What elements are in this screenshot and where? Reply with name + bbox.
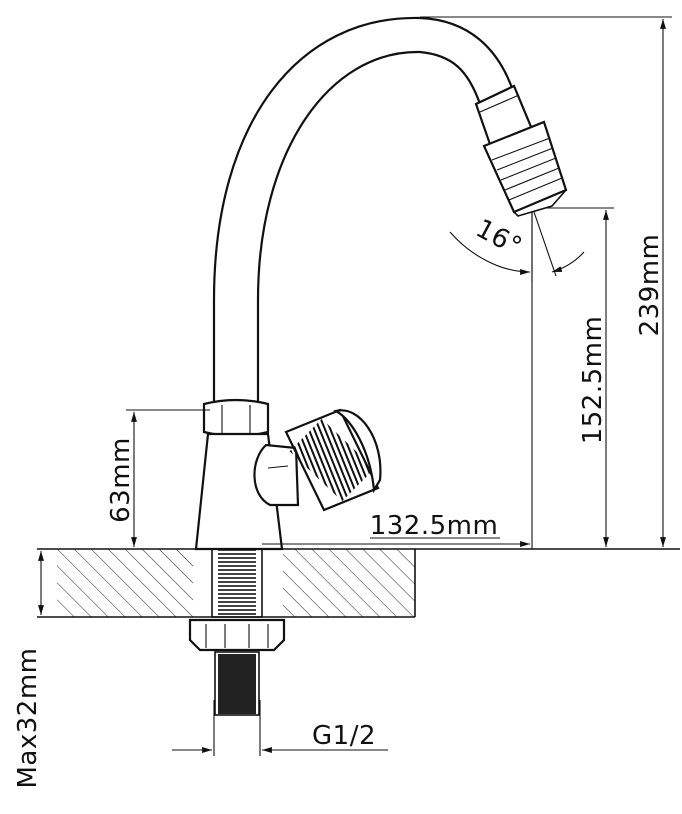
dim-thread: G1/2: [172, 700, 388, 756]
label-spout-reach: 132.5mm: [370, 511, 499, 541]
label-body-height: 63mm: [106, 437, 136, 523]
dim-spout-reach: 132.5mm: [262, 212, 533, 549]
threaded-shank: [188, 548, 286, 716]
label-aerator-angle: 16°: [471, 214, 527, 263]
label-thread: G1/2: [312, 721, 376, 751]
spout-nut: [202, 398, 270, 438]
dim-spout-height: 152.5mm: [546, 207, 614, 547]
dim-body-height: 63mm: [106, 409, 210, 547]
spout: [212, 16, 568, 407]
dim-counter-thickness: Max32mm: [13, 551, 44, 789]
dim-aerator-angle: 16°: [449, 211, 585, 282]
valve-handle: [284, 408, 382, 512]
faucet-body: [194, 432, 300, 551]
countertop: [37, 548, 680, 618]
label-spout-height: 152.5mm: [578, 316, 608, 445]
label-counter-thickness: Max32mm: [13, 648, 43, 789]
dim-total-height: 239mm: [420, 16, 672, 547]
label-total-height: 239mm: [635, 234, 665, 337]
